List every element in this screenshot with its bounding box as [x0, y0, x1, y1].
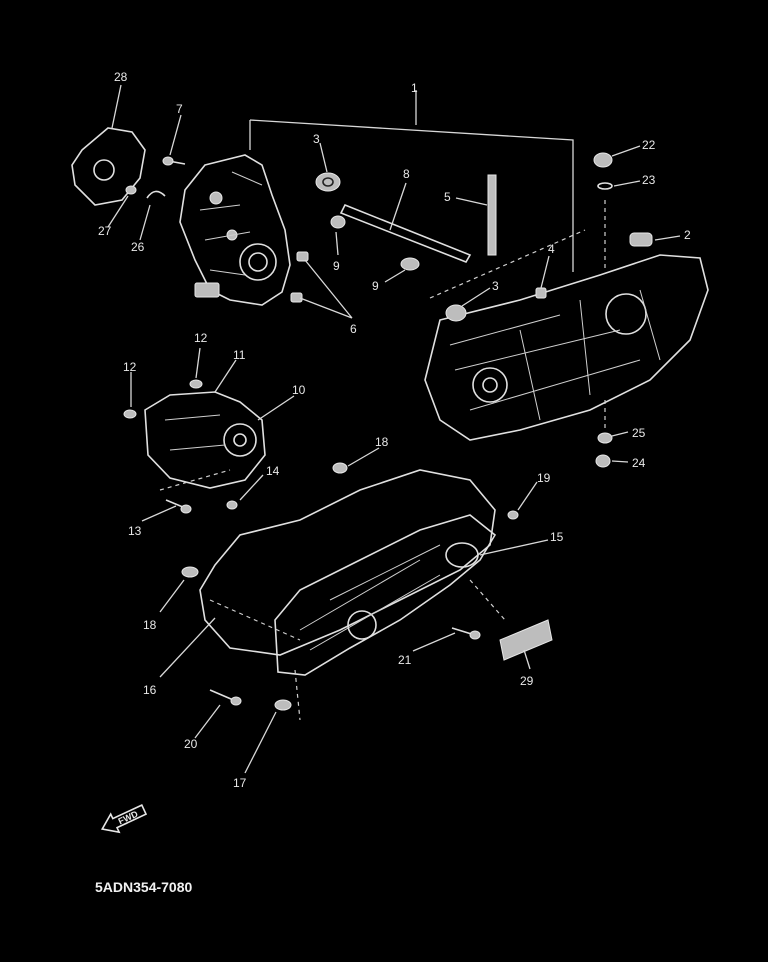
callout-4: 4: [548, 242, 555, 256]
leader-lines: [107, 84, 681, 774]
callout-25: 25: [632, 426, 646, 440]
callout-3a: 3: [313, 132, 320, 146]
small-bolts-7-27-26: [125, 156, 186, 199]
callout-29: 29: [520, 674, 534, 688]
gasket-16: [199, 469, 496, 656]
callout-13: 13: [128, 524, 142, 538]
callout-18b: 18: [143, 618, 157, 632]
callout-11: 11: [233, 348, 246, 362]
shaft-8: [339, 203, 472, 263]
crankcase-left-half: [179, 154, 291, 306]
callout-27: 27: [98, 224, 112, 238]
crankcase-cover-15: [274, 514, 497, 676]
label-plate-29: [499, 619, 553, 661]
bearing-3-upper: [315, 172, 341, 192]
bolt-22-washer-23: [593, 152, 613, 190]
forward-direction-arrow: FWD: [100, 804, 148, 834]
pins-18-bolts-19-20-21: [181, 462, 519, 711]
callout-12a: 12: [194, 331, 208, 345]
callout-15: 15: [550, 530, 564, 544]
callout-16: 16: [143, 683, 157, 697]
callout-8: 8: [403, 167, 410, 181]
callout-26: 26: [131, 240, 145, 254]
callout-9b: 9: [372, 279, 379, 293]
callout-20: 20: [184, 737, 198, 751]
bolt-24-washer-25: [595, 432, 613, 468]
washers-9: [330, 215, 420, 271]
callout-22: 22: [642, 138, 656, 152]
callout-3b: 3: [492, 279, 499, 293]
callout-14: 14: [266, 464, 280, 478]
drawing-code: 5ADN354-7080: [95, 879, 192, 895]
callout-5: 5: [444, 190, 451, 204]
callout-18a: 18: [375, 435, 389, 449]
callout-2: 2: [684, 228, 691, 242]
dowel-pin-5: [487, 174, 497, 256]
callout-19: 19: [537, 471, 551, 485]
dowels-6: [290, 251, 309, 303]
crankcase-right-half: [424, 232, 709, 441]
plugs-12-bolts-13-14: [123, 379, 238, 514]
callout-1: 1: [411, 81, 418, 95]
callout-17: 17: [233, 776, 247, 790]
callout-7: 7: [176, 102, 183, 116]
callout-28: 28: [114, 70, 128, 84]
callout-23: 23: [642, 173, 656, 187]
callout-24: 24: [632, 456, 646, 470]
callout-10: 10: [292, 383, 306, 397]
callout-12b: 12: [123, 360, 137, 374]
small-cover-gasket-11-cover-10: [144, 391, 266, 489]
callout-6: 6: [350, 322, 357, 336]
callout-21: 21: [398, 653, 412, 667]
callout-9a: 9: [333, 259, 340, 273]
callouts: 1 2 3 3 4 5 6 7 8 9 9 10 11 12 12 13 14 …: [98, 70, 691, 790]
fwd-label: FWD: [117, 809, 140, 827]
